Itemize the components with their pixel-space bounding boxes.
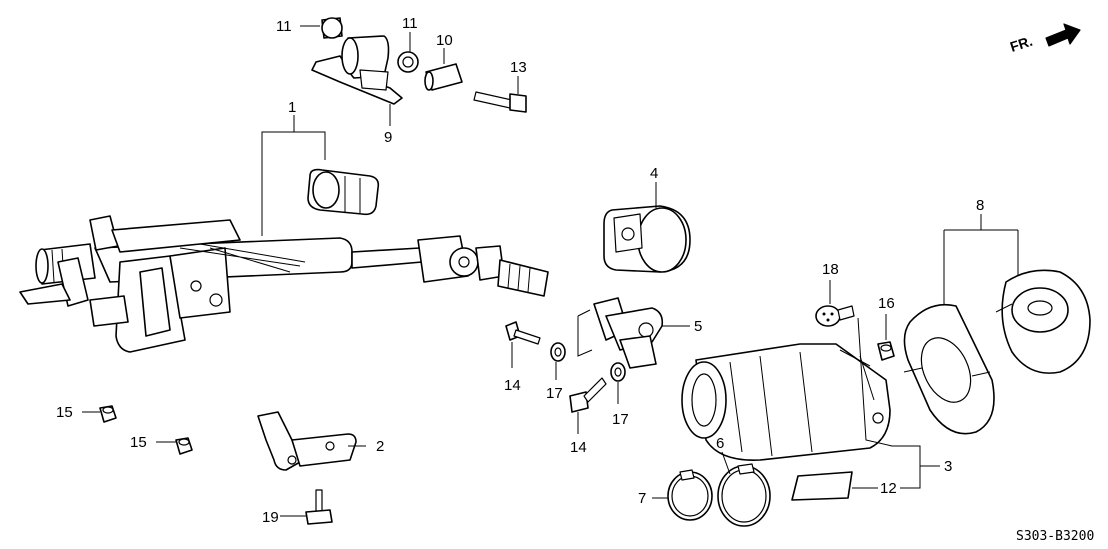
- front-arrow-icon: [1045, 23, 1081, 47]
- callout-14a: 14: [504, 377, 521, 394]
- diagram-code: S303-B3200: [1016, 529, 1094, 544]
- direction-label: FR.: [1008, 33, 1034, 55]
- callout-11b: 11: [402, 15, 418, 32]
- steering-column-assembly: [19, 115, 549, 353]
- callout-9: 9: [384, 129, 392, 146]
- callout-15b: 15: [130, 434, 147, 451]
- callout-labels: 1 2 3 4 5 6 7 8 9 10 11 11 12 13 14 14 1…: [56, 15, 984, 526]
- collar-left: [300, 17, 343, 39]
- column-lower-bracket: [257, 411, 366, 471]
- boot-clamp-large: [717, 451, 771, 527]
- column-cover-boot: [681, 317, 940, 501]
- callout-2: 2: [376, 438, 384, 455]
- bolt-19: [280, 489, 333, 525]
- clip-18: [815, 280, 855, 327]
- washer-17-left: [550, 342, 566, 380]
- bolt-14-lower: [569, 377, 607, 434]
- callout-4: 4: [650, 165, 658, 182]
- nut-15-lower: [156, 437, 193, 455]
- callout-18: 18: [822, 261, 839, 278]
- callout-10: 10: [436, 32, 453, 49]
- nut-16: [877, 314, 895, 361]
- upper-universal-joint: [417, 235, 505, 283]
- callout-13: 13: [510, 59, 527, 76]
- joint-cover: [603, 182, 691, 273]
- callout-11a: 11: [276, 18, 292, 35]
- callout-19: 19: [262, 509, 279, 526]
- nut-15-upper: [82, 405, 117, 423]
- seal-plate-assembly: [903, 214, 1091, 435]
- callout-16: 16: [878, 295, 895, 312]
- callout-8: 8: [976, 197, 984, 214]
- front-direction-indicator: FR.: [1008, 23, 1081, 55]
- callout-17a: 17: [546, 385, 563, 402]
- callout-5: 5: [694, 318, 702, 335]
- callout-3: 3: [944, 458, 952, 475]
- boot-clamp-small: [652, 469, 713, 521]
- callout-17b: 17: [612, 411, 629, 428]
- callout-15a: 15: [56, 404, 73, 421]
- callout-6: 6: [716, 435, 724, 452]
- callout-7: 7: [638, 490, 646, 507]
- callout-14b: 14: [570, 439, 587, 456]
- column-clamp-sleeve: [307, 168, 380, 216]
- callout-1: 1: [288, 99, 296, 116]
- column-upper-bracket: [311, 35, 403, 126]
- lower-universal-joint: [577, 297, 690, 369]
- collar-right: [397, 32, 419, 73]
- collar-bushing: [424, 48, 463, 91]
- bolt-13: [473, 76, 527, 113]
- washer-17-right: [610, 362, 626, 404]
- callout-12: 12: [880, 480, 897, 497]
- bolt-14-upper: [505, 321, 541, 368]
